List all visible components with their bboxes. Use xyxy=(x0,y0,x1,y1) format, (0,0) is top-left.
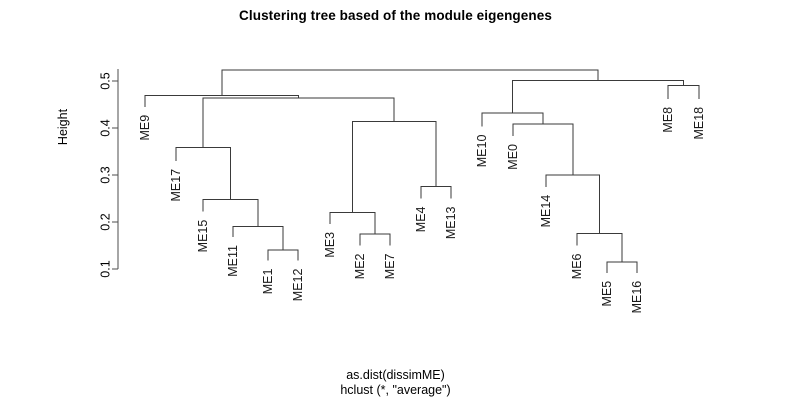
dendrogram-branch xyxy=(420,185,452,199)
dendrogram-leaf-label: ME14 xyxy=(539,195,553,228)
x-axis-label-line1: as.dist(dissimME) xyxy=(346,368,445,382)
y-axis-tick-label: 0.2 xyxy=(98,213,112,230)
dendrogram-branch xyxy=(232,226,284,251)
y-axis-tick-label: 0.3 xyxy=(98,166,112,183)
dendrogram-branch xyxy=(359,233,391,246)
dendrogram-leaf-label: ME0 xyxy=(506,144,520,170)
dendrogram-branch xyxy=(352,120,437,213)
dendrogram-leaf-label: ME1 xyxy=(261,268,275,294)
x-axis-label-line2: hclust (*, "average") xyxy=(340,383,451,397)
y-axis-tick-label: 0.4 xyxy=(98,119,112,136)
page-title: Clustering tree based of the module eige… xyxy=(239,8,552,23)
dendrogram-leaf-label: ME5 xyxy=(600,281,614,307)
dendrogram-branch xyxy=(329,212,376,235)
dendrogram-leaf-label: ME17 xyxy=(169,169,183,202)
y-axis-tick-label: 0.1 xyxy=(98,260,112,277)
dendrogram-leaf-label: ME12 xyxy=(291,268,305,301)
dendrogram-leaf-label: ME16 xyxy=(630,281,644,314)
dendrogram-leaf-label: ME3 xyxy=(323,232,337,258)
dendrogram-leaf-label: ME4 xyxy=(414,206,428,232)
dendrogram-branch xyxy=(667,85,700,99)
dendrogram-leaf-label: ME8 xyxy=(661,107,675,133)
dendrogram-leaf-label: ME10 xyxy=(475,135,489,168)
dendrogram-branch xyxy=(202,198,259,227)
dendrogram-branch xyxy=(202,97,395,148)
dendrogram-leaf-label: ME18 xyxy=(692,107,706,140)
dendrogram-leaf-label: ME13 xyxy=(444,206,458,239)
dendrogram-branch xyxy=(511,80,684,113)
dendrogram-leaf-label: ME11 xyxy=(226,245,240,277)
dendrogram-branch xyxy=(221,69,599,96)
dendrogram-leaf-label: ME15 xyxy=(196,220,210,253)
dendrogram-branch xyxy=(175,147,231,200)
y-axis-tick-label: 0.5 xyxy=(98,72,112,89)
y-axis: 0.1 0.2 0.3 0.4 0.5 xyxy=(98,69,119,278)
x-axis-caption: as.dist(dissimME) hclust (*, "average") xyxy=(0,368,791,398)
dendrogram-leaf-label: ME7 xyxy=(383,253,397,279)
dendrogram-branch xyxy=(144,95,300,107)
dendrogram-branches xyxy=(144,69,700,273)
dendrogram-branch xyxy=(545,174,600,234)
dendrogram-branch xyxy=(512,123,574,175)
dendrogram-leaf-label: ME2 xyxy=(353,253,367,279)
dendrogram-branch xyxy=(267,249,299,261)
dendrogram-leaf-label: ME6 xyxy=(570,253,584,279)
dendrogram-leaf-label: ME9 xyxy=(138,115,152,141)
dendrogram-branch xyxy=(606,261,638,273)
